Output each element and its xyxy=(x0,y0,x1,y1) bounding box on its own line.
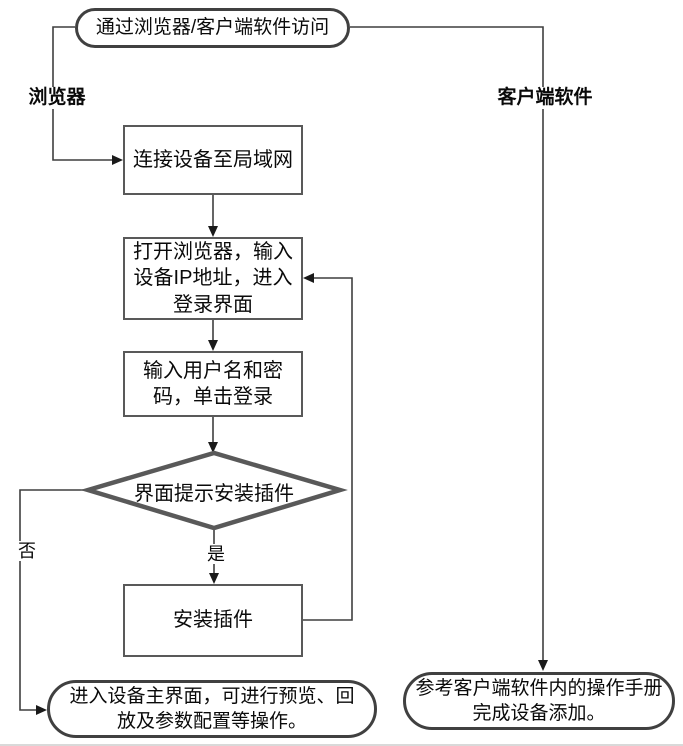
branch-label-browser: 浏览器 xyxy=(21,87,93,109)
browser-end-line2: 放及参数配置等操作。 xyxy=(116,711,307,732)
client-end-line2: 完成设备添加。 xyxy=(472,703,606,724)
process-connect-lan-label: 连接设备至局域网 xyxy=(133,148,293,171)
arrowhead-into-step-open-right xyxy=(303,273,314,283)
process-open-browser-line3: 登录界面 xyxy=(173,293,253,316)
process-login-line1: 输入用户名和密 xyxy=(143,359,283,382)
arrowhead-into-client-end xyxy=(538,660,548,671)
process-login-line2: 码，单击登录 xyxy=(153,386,273,408)
arrowhead-into-decision xyxy=(208,442,218,453)
arrowhead-into-browser-end xyxy=(36,705,47,715)
arrowhead-into-step-install xyxy=(209,573,219,584)
client-end-terminator: 参考客户端软件内的操作手册 完成设备添加。 xyxy=(403,672,675,730)
process-open-browser-line1: 打开浏览器，输入 xyxy=(133,240,293,263)
edge-install-loop-back xyxy=(303,277,353,621)
process-install-plugin-label: 安装插件 xyxy=(173,609,253,632)
branch-label-client: 客户端软件 xyxy=(489,87,601,109)
process-connect-lan: 连接设备至局域网 xyxy=(123,125,303,195)
process-open-browser-line2: 设备IP地址，进入 xyxy=(133,267,293,290)
process-open-browser: 打开浏览器，输入 设备IP地址，进入 登录界面 xyxy=(123,237,303,320)
browser-end-terminator: 进入设备主界面，可进行预览、回 放及参数配置等操作。 xyxy=(47,680,377,738)
edge-start-to-client xyxy=(350,26,544,661)
client-end-line1: 参考客户端软件内的操作手册 xyxy=(415,677,663,699)
decision-label: 界面提示安装插件 xyxy=(134,483,294,505)
arrowhead-into-step-open xyxy=(208,226,218,237)
arrowhead-into-step-login xyxy=(208,340,218,351)
edge-decision-no xyxy=(19,489,88,711)
start-terminator: 通过浏览器/客户端软件访问 xyxy=(75,8,350,48)
browser-end-line1: 进入设备主界面，可进行预览、回 xyxy=(69,685,355,707)
decision-diamond xyxy=(80,450,348,531)
edge-label-no: 否 xyxy=(13,541,41,561)
start-terminator-label: 通过浏览器/客户端软件访问 xyxy=(95,17,330,39)
process-login: 输入用户名和密 码，单击登录 xyxy=(123,351,303,417)
process-install-plugin: 安装插件 xyxy=(123,584,303,657)
arrowhead-into-step-connect xyxy=(112,155,123,165)
edge-label-yes: 是 xyxy=(202,544,230,564)
